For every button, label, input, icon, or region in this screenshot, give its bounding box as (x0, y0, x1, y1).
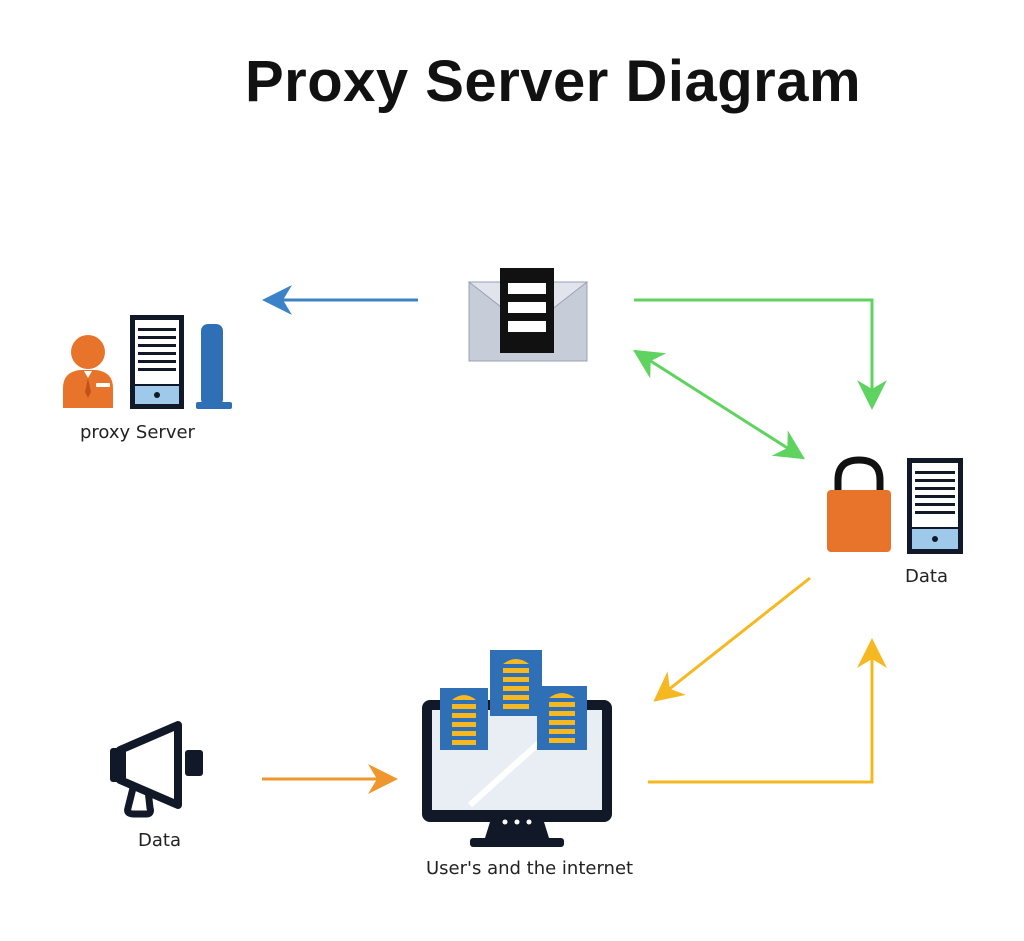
user-icon (63, 335, 113, 408)
megaphone-icon (110, 721, 203, 818)
padlock-icon (827, 456, 891, 552)
server-tower-icon (130, 315, 184, 409)
page-title: Proxy Server Diagram (244, 49, 862, 114)
server-tower-icon (907, 458, 963, 554)
users-internet-label: User's and the internet (426, 858, 634, 879)
data-label-right: Data (905, 566, 948, 587)
bar-icon (196, 324, 232, 409)
arrow-envelope-to-data (634, 298, 887, 410)
arrow-envelope-data-bidirectional (632, 349, 806, 460)
building-icon (490, 650, 542, 716)
arrow-data-to-monitor (653, 576, 811, 702)
proxy-server-label: proxy Server (80, 422, 195, 443)
building-icon (440, 688, 488, 750)
arrow-monitor-to-data (648, 638, 887, 784)
building-icon (537, 686, 587, 750)
data-label-left: Data (138, 830, 181, 851)
envelope-server-icon (467, 268, 589, 362)
